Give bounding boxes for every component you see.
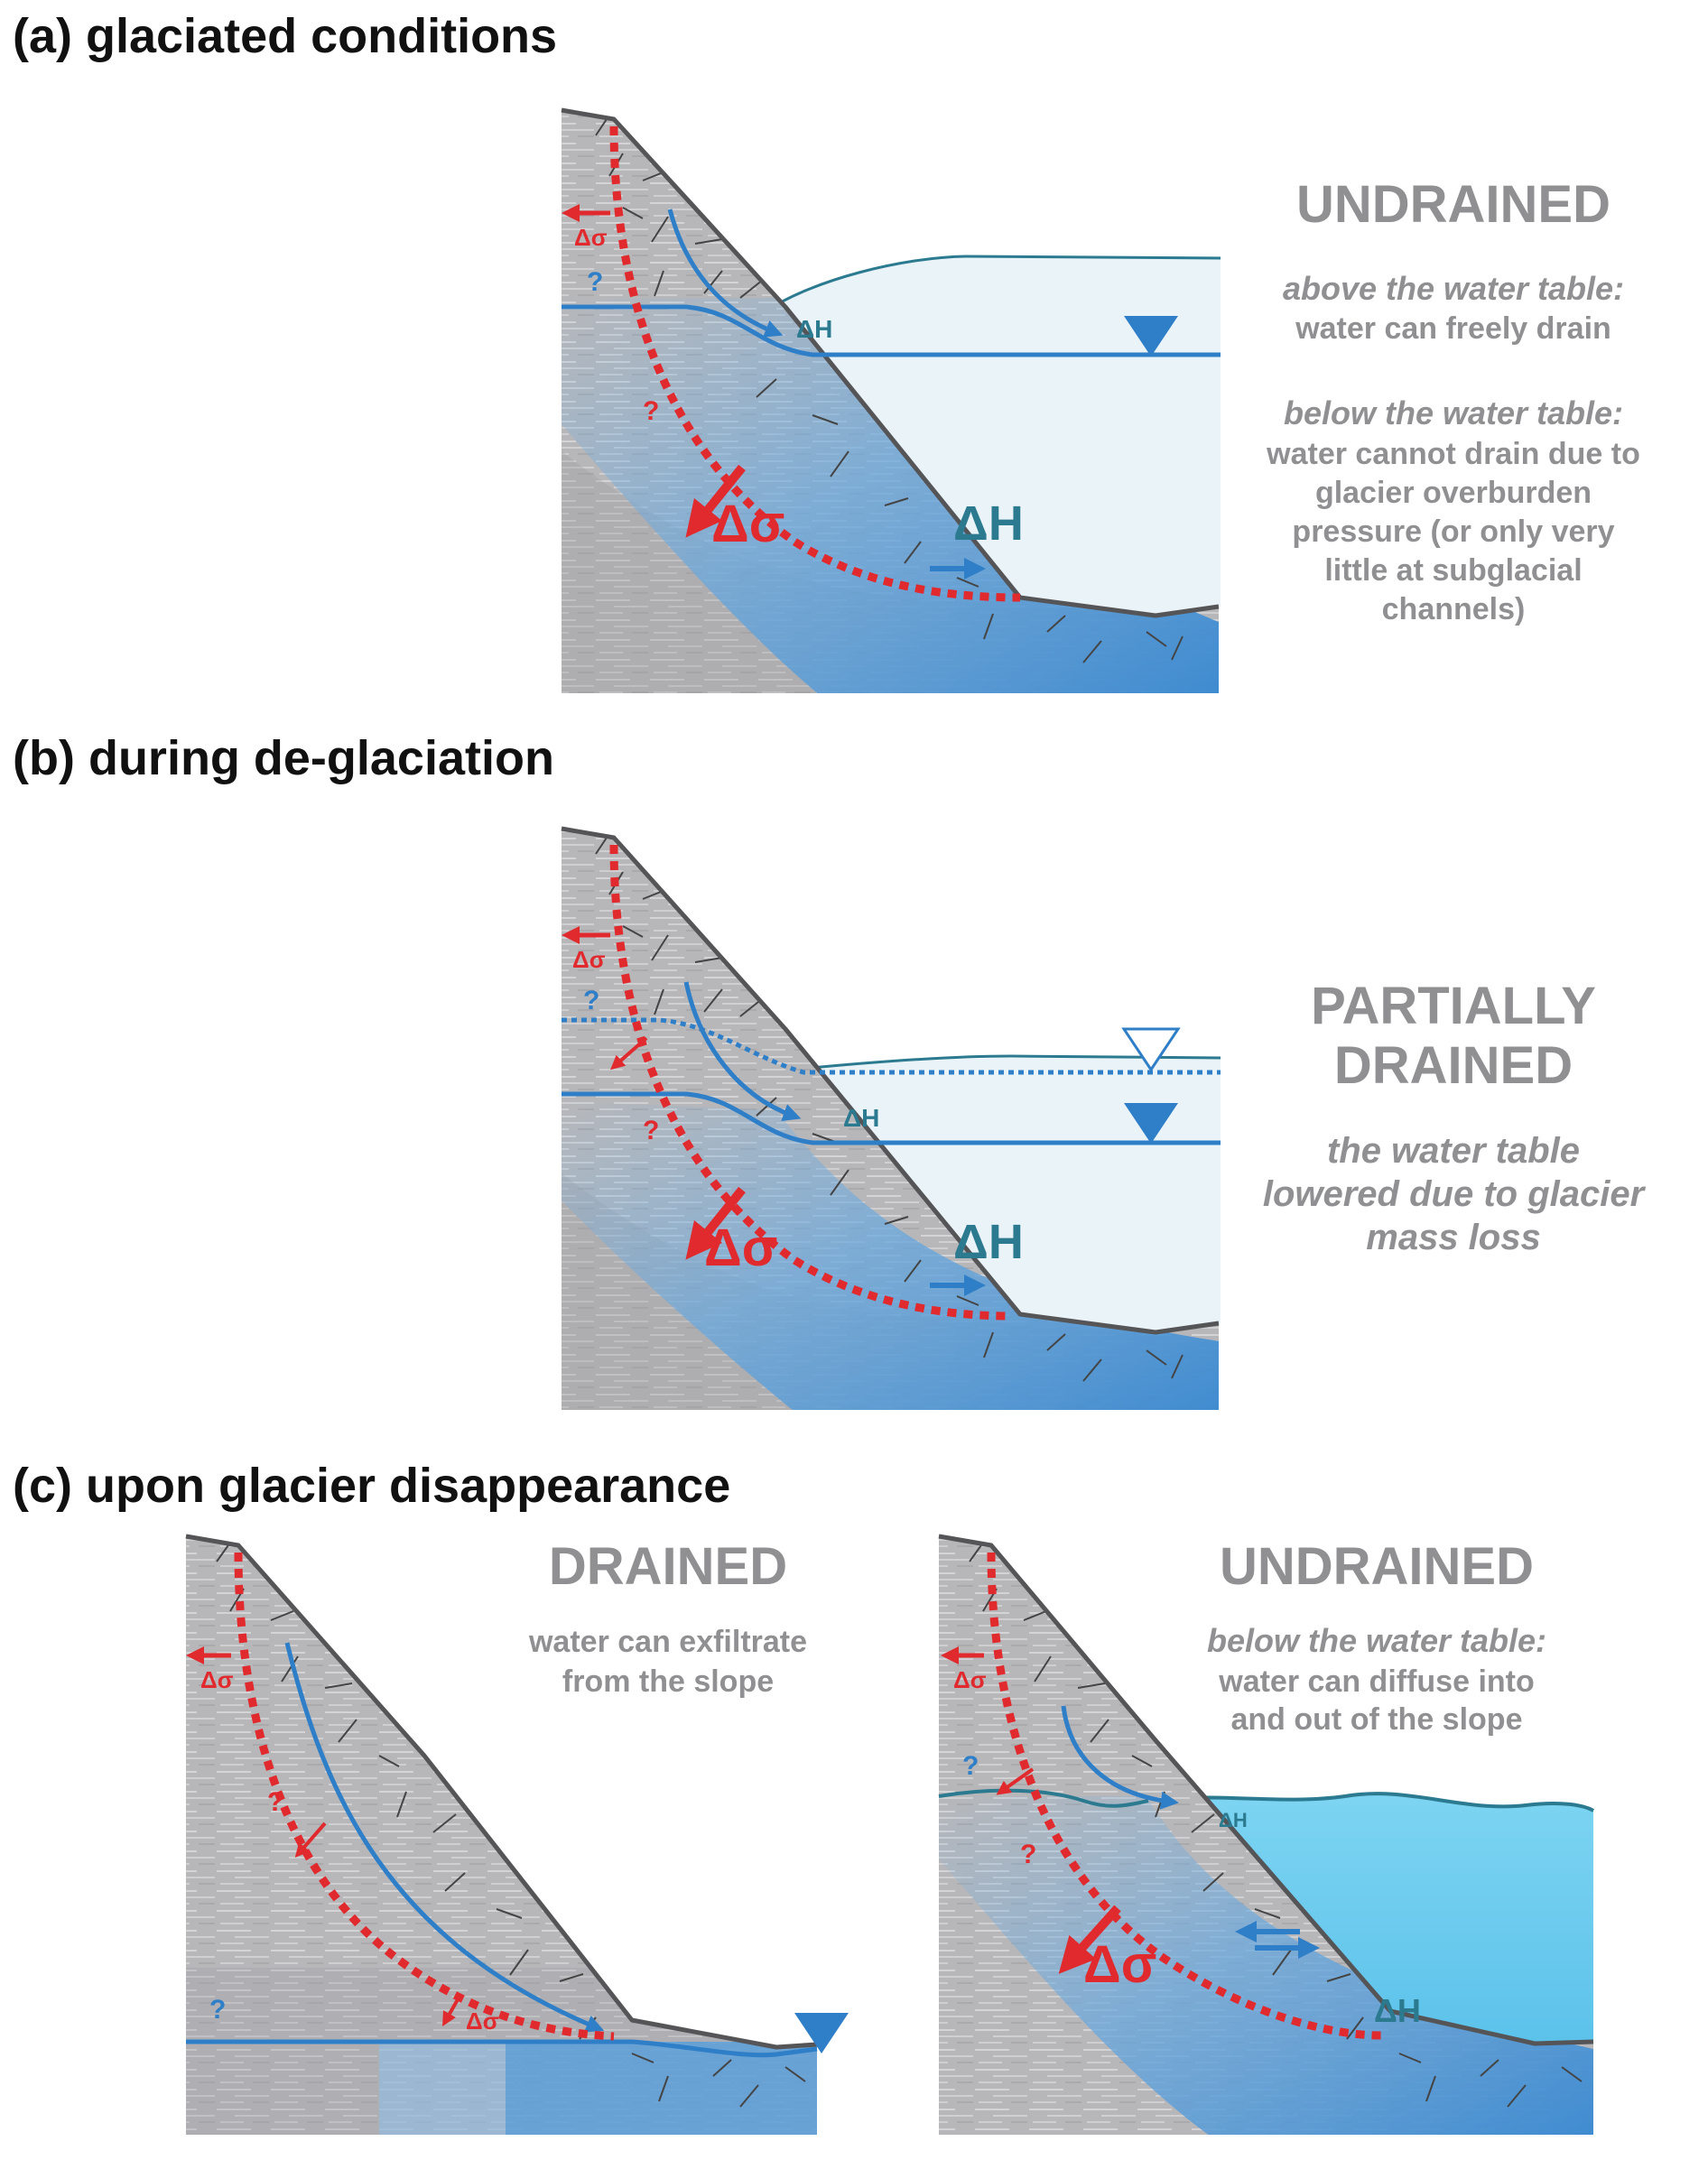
water-table-triangle — [794, 2013, 849, 2053]
state-label: UNDRAINED — [1296, 175, 1611, 234]
above-heading: above the water table: — [1283, 270, 1624, 307]
below-heading: below the water table: — [1284, 394, 1623, 431]
failure-surface — [987, 1552, 1382, 2040]
below-line-5: channels) — [1382, 592, 1526, 626]
desc-line-2: and out of the slope — [1231, 1702, 1523, 1737]
panel-c-title: (c) upon glacier disappearance — [13, 1459, 730, 1513]
dsigma-big: Δσ — [704, 1219, 777, 1277]
slope-outline — [561, 826, 1220, 1335]
panel-b: (b) during de-glaciation ? ? Δσ Δσ ΔH — [13, 731, 1647, 1410]
failure-surface — [609, 844, 1012, 1321]
dsigma-big: Δσ — [1083, 1935, 1156, 1994]
water-table — [562, 1091, 1221, 1145]
water-table — [562, 304, 1221, 357]
stress-arrow-mid — [996, 1767, 1035, 1795]
dh-big: ΔH — [953, 496, 1024, 551]
state-label-line-2: DRAINED — [1334, 1036, 1573, 1095]
stress-arrow-mid — [294, 1822, 327, 1859]
q-blue: ? — [587, 267, 603, 297]
desc-line-1: water can exfiltrate — [528, 1625, 807, 1659]
desc-line-2: from the slope — [562, 1664, 774, 1699]
panel-c-left: ? ? Δσ Δσ DRAINED water can exfiltrate f… — [185, 1534, 849, 2135]
dsigma-small: Δσ — [953, 1666, 987, 1693]
dsigma-small: Δσ — [572, 946, 606, 973]
slope-outline — [938, 1534, 1594, 2046]
above-text: water can freely drain — [1295, 311, 1611, 346]
dh-small: ΔH — [843, 1104, 879, 1132]
q-blue: ? — [583, 986, 599, 1015]
lake-surface — [1147, 1792, 1595, 1812]
flow-line — [284, 1642, 605, 2033]
below-line-1: water cannot drain due to — [1266, 437, 1640, 471]
dh-big: ΔH — [953, 1215, 1024, 1269]
dh-big: ΔH — [1374, 1992, 1421, 2029]
water-table-old — [562, 1017, 1221, 1075]
state-label: UNDRAINED — [1220, 1537, 1534, 1596]
water-table — [186, 2039, 818, 2058]
desc-line-1: the water table — [1327, 1131, 1580, 1171]
below-line-2: glacier overburden — [1315, 476, 1592, 510]
desc-heading: below the water table: — [1207, 1622, 1546, 1659]
flow-line — [667, 209, 784, 338]
glacier-body — [793, 1058, 1221, 1332]
stress-arrow-big — [685, 1186, 746, 1260]
q-blue: ? — [962, 1751, 979, 1781]
flow-line — [683, 981, 802, 1121]
stress-arrow-bottom — [442, 1994, 462, 2026]
below-line-3: pressure (or only very — [1292, 515, 1614, 549]
failure-surface — [609, 125, 1021, 602]
dh-small: ΔH — [796, 315, 832, 343]
state-label: DRAINED — [549, 1537, 787, 1596]
water-table-triangle — [1124, 316, 1178, 357]
panel-c: (c) upon glacier disappearance ? ? — [13, 1459, 1595, 2135]
dsigma-small: Δσ — [574, 224, 608, 251]
below-line-4: little at subglacial — [1324, 553, 1582, 588]
desc-line-2: lowered due to glacier — [1263, 1174, 1647, 1214]
stress-arrow-big — [685, 464, 746, 538]
q-red: ? — [1020, 1840, 1036, 1869]
q-red: ? — [643, 396, 659, 426]
desc-line-3: mass loss — [1366, 1218, 1540, 1257]
q-red: ? — [643, 1116, 659, 1145]
q-red: ? — [267, 1787, 283, 1817]
q-blue: ? — [209, 1995, 226, 2025]
water-table-triangle — [1124, 1103, 1178, 1144]
dh-small: ΔH — [1219, 1809, 1248, 1831]
slope-outline — [561, 107, 1220, 618]
dsigma-bottom: Δσ — [466, 2007, 499, 2035]
flow-line — [1061, 1705, 1179, 1810]
dsigma-top: Δσ — [200, 1666, 234, 1693]
state-label-line-1: PARTIALLY — [1311, 977, 1596, 1035]
water-table — [938, 1788, 1149, 1808]
desc-line-1: water can diffuse into — [1218, 1664, 1535, 1699]
stress-arrow-mid — [610, 1036, 648, 1071]
glacier-surface — [792, 1054, 1221, 1071]
panel-a-title: (a) glaciated conditions — [13, 9, 557, 63]
water-table-old-triangle — [1121, 1027, 1181, 1072]
glacier-body — [766, 256, 1221, 616]
panel-b-title: (b) during de-glaciation — [13, 731, 554, 785]
panel-c-right: ? ? Δσ Δσ ΔH ΔH UNDRAINED below the wate… — [938, 1534, 1595, 2135]
lake — [1148, 1794, 1593, 2044]
failure-surface — [234, 1552, 615, 2041]
stress-arrow-big — [1058, 1905, 1121, 1974]
slope-outline — [185, 1534, 818, 2050]
panel-a: (a) glaciated conditions ? ? Δσ Δσ ΔH — [13, 9, 1640, 693]
dsigma-big: Δσ — [711, 495, 784, 553]
glacier-surface — [765, 255, 1221, 313]
